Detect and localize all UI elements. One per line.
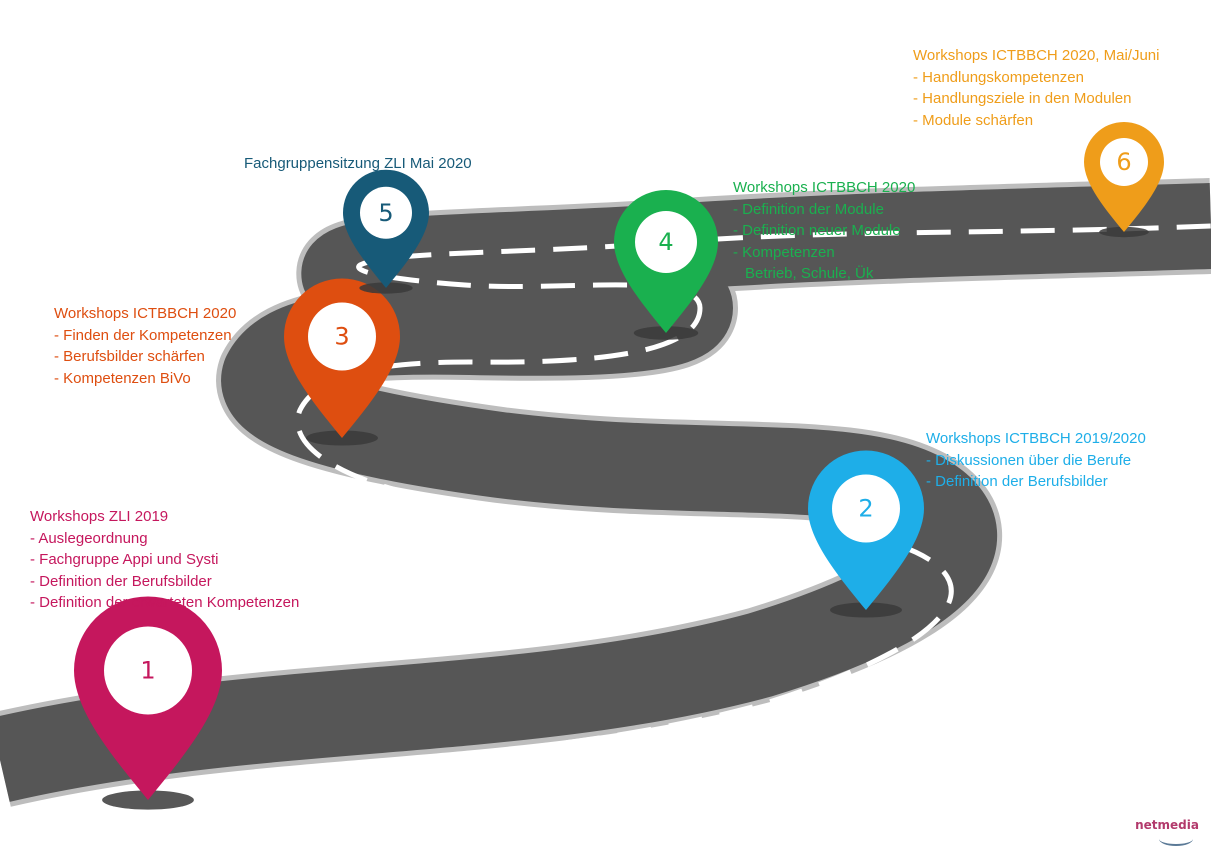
milestone-6-item: - Handlungsziele in den Modulen bbox=[913, 90, 1132, 107]
milestone-number: 3 bbox=[334, 323, 349, 351]
milestone-2-item: - Definition der Berufsbilder bbox=[926, 473, 1108, 490]
milestone-6-item: - Module schärfen bbox=[913, 111, 1034, 129]
pin-center bbox=[1100, 138, 1148, 186]
milestone-1-pin: 1 bbox=[74, 596, 222, 810]
milestone-3-item: - Berufsbilder schärfen bbox=[54, 348, 205, 365]
milestone-3-item: - Finden der Kompetenzen bbox=[54, 326, 232, 344]
milestone-number: 6 bbox=[1116, 148, 1131, 176]
milestone-number: 2 bbox=[858, 495, 873, 523]
pin-center bbox=[308, 302, 376, 371]
milestone-6-label: Workshops ICTBBCH 2020, Mai/Juni - Handl… bbox=[913, 45, 1159, 131]
brand-logo-text: netmedia bbox=[1135, 818, 1199, 832]
milestone-6-item: - Handlungskompetenzen bbox=[913, 68, 1084, 86]
milestone-1-item: - Auslegeordnung bbox=[30, 529, 148, 547]
milestone-1-item: - Definition der erwarteten Kompetenzen bbox=[30, 594, 300, 611]
milestone-6-pin: 6 bbox=[1084, 122, 1164, 238]
milestone-4-item: - Definition der Module bbox=[733, 200, 884, 218]
milestone-3-item: - Kompetenzen BiVo bbox=[54, 369, 191, 387]
brand-logo-arc bbox=[1159, 832, 1193, 846]
milestone-2-label: Workshops ICTBBCH 2019/2020 - Diskussion… bbox=[926, 428, 1146, 493]
pin-center bbox=[635, 211, 697, 273]
milestone-4-item: Betrieb, Schule, Ük bbox=[745, 265, 874, 282]
milestone-1-item: - Fachgruppe Appi und Systi bbox=[30, 551, 219, 568]
milestone-number: 4 bbox=[658, 228, 673, 256]
milestone-4-pin: 4 bbox=[614, 190, 718, 340]
milestone-3-pin: 3 bbox=[284, 278, 400, 446]
milestone-4-item: - Kompetenzen bbox=[733, 243, 835, 261]
milestone-2-item: - Diskussionen über die Berufe bbox=[926, 451, 1132, 469]
milestone-4-title: Workshops ICTBBCH 2020 bbox=[733, 179, 916, 196]
milestone-4-label: Workshops ICTBBCH 2020 - Definition der … bbox=[733, 177, 915, 285]
milestone-6-title: Workshops ICTBBCH 2020, Mai/Juni bbox=[913, 47, 1160, 64]
milestone-5-title: Fachgruppensitzung ZLI Mai 2020 bbox=[244, 155, 472, 172]
milestone-1-label: Workshops ZLI 2019 - Auslegeordnung - Fa… bbox=[30, 506, 299, 614]
milestone-4-item: - Definition neuer Module bbox=[733, 222, 901, 239]
milestone-number: 5 bbox=[378, 199, 393, 227]
milestone-1-title: Workshops ZLI 2019 bbox=[30, 508, 169, 525]
milestone-5-label: Fachgruppensitzung ZLI Mai 2020 bbox=[244, 153, 472, 175]
pin-center bbox=[832, 474, 900, 543]
milestone-1-item: - Definition der Berufsbilder bbox=[30, 572, 212, 590]
pin-center bbox=[104, 626, 192, 715]
milestone-pins: 1 2 3 4 5 6 bbox=[74, 122, 1164, 810]
milestone-3-label: Workshops ICTBBCH 2020 - Finden der Komp… bbox=[54, 303, 236, 389]
milestone-5-pin: 5 bbox=[343, 169, 430, 294]
milestone-2-pin: 2 bbox=[808, 450, 924, 618]
milestone-3-title: Workshops ICTBBCH 2020 bbox=[54, 305, 237, 322]
milestone-number: 1 bbox=[140, 657, 155, 685]
pin-center bbox=[360, 186, 412, 239]
milestone-2-title: Workshops ICTBBCH 2019/2020 bbox=[926, 430, 1146, 447]
